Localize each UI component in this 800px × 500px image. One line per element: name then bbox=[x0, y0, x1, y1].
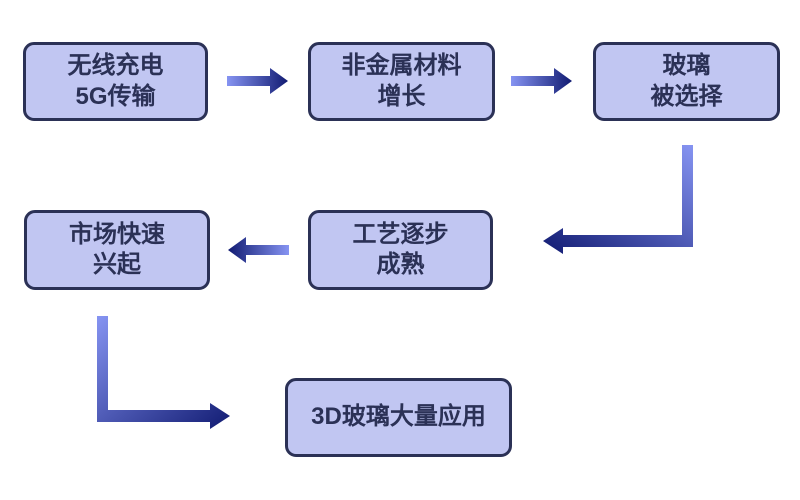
node-glass-selected: 玻璃 被选择 bbox=[593, 42, 780, 121]
node-process-maturing: 工艺逐步 成熟 bbox=[308, 210, 493, 290]
node-3d-glass-mass-application: 3D玻璃大量应用 bbox=[285, 378, 512, 457]
node-market-rise: 市场快速 兴起 bbox=[24, 210, 210, 290]
arrow-right-icon bbox=[511, 68, 572, 94]
node-nonmetal-material-growth: 非金属材料 增长 bbox=[308, 42, 495, 121]
arrow-left-icon bbox=[228, 237, 289, 263]
arrow-right-icon bbox=[227, 68, 288, 94]
elbow-arrow-down-left-icon bbox=[543, 145, 693, 254]
elbow-arrow-down-right-icon bbox=[97, 316, 230, 429]
node-wireless-charging-5g: 无线充电 5G传输 bbox=[23, 42, 208, 121]
